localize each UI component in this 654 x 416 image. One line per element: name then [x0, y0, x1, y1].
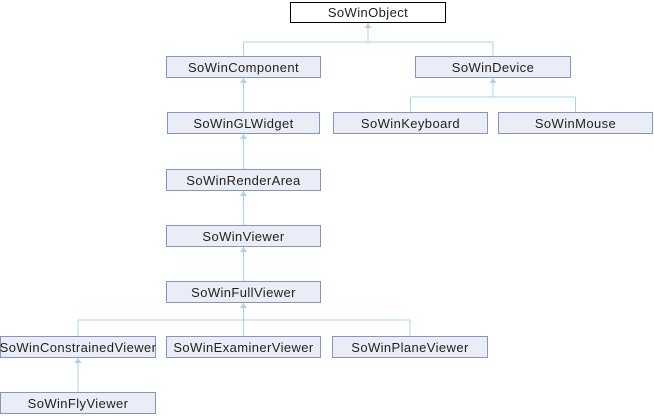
class-node-SoWinExaminerViewer[interactable]: SoWinExaminerViewer	[166, 336, 321, 358]
class-node-SoWinMouse[interactable]: SoWinMouse	[498, 112, 653, 134]
inheritance-arrowhead-icon	[74, 358, 82, 363]
class-node-SoWinFullViewer[interactable]: SoWinFullViewer	[166, 281, 321, 303]
class-node-SoWinViewer[interactable]: SoWinViewer	[166, 225, 321, 247]
class-node-SoWinComponent[interactable]: SoWinComponent	[166, 56, 321, 78]
inheritance-arrowhead-icon	[240, 247, 247, 252]
inheritance-arrowhead-icon	[240, 191, 247, 196]
class-node-SoWinFlyViewer[interactable]: SoWinFlyViewer	[0, 392, 156, 414]
class-node-SoWinKeyboard[interactable]: SoWinKeyboard	[333, 112, 488, 134]
inheritance-arrowhead-icon	[240, 78, 247, 83]
inheritance-arrowhead-icon	[364, 23, 372, 28]
inheritance-arrowhead-icon	[240, 134, 247, 139]
class-node-SoWinPlaneViewer[interactable]: SoWinPlaneViewer	[332, 336, 488, 358]
class-node-SoWinGLWidget[interactable]: SoWinGLWidget	[167, 112, 320, 134]
inheritance-arrowhead-icon	[240, 303, 247, 308]
class-node-SoWinObject: SoWinObject	[290, 2, 446, 23]
class-node-SoWinRenderArea[interactable]: SoWinRenderArea	[166, 169, 321, 191]
inheritance-arrowhead-icon	[489, 78, 497, 83]
class-node-SoWinDevice[interactable]: SoWinDevice	[415, 56, 571, 78]
class-node-SoWinConstrainedViewer[interactable]: SoWinConstrainedViewer	[0, 336, 156, 358]
